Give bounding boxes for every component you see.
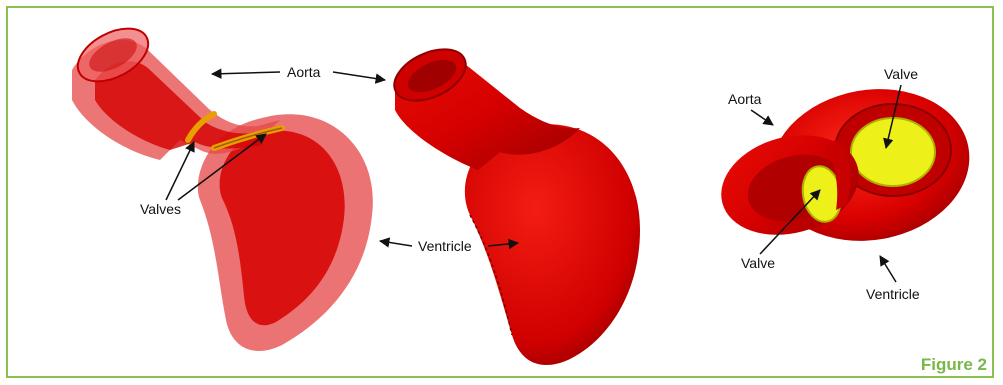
label-ventricle-right: Ventricle bbox=[866, 286, 920, 302]
label-ventricle-center: Ventricle bbox=[418, 238, 472, 254]
translucent-heart-model bbox=[69, 18, 373, 351]
arrow-aorta-right bbox=[333, 72, 385, 80]
arrow-ventricle-right-panel bbox=[880, 256, 896, 282]
label-valves: Valves bbox=[140, 201, 181, 217]
arrow-aorta-right-panel bbox=[751, 110, 773, 125]
solid-heart-model bbox=[386, 39, 640, 365]
label-valve-top: Valve bbox=[884, 66, 918, 82]
label-aorta-right: Aorta bbox=[728, 91, 762, 107]
arrow-ventricle-left bbox=[380, 241, 412, 246]
figure-label: Figure 2 bbox=[921, 355, 987, 375]
arrow-aorta-left bbox=[212, 72, 280, 74]
solid-ventricle bbox=[465, 124, 640, 365]
large-valve bbox=[851, 118, 935, 186]
label-aorta-center: Aorta bbox=[287, 64, 321, 80]
label-valve-bottom: Valve bbox=[741, 255, 775, 271]
